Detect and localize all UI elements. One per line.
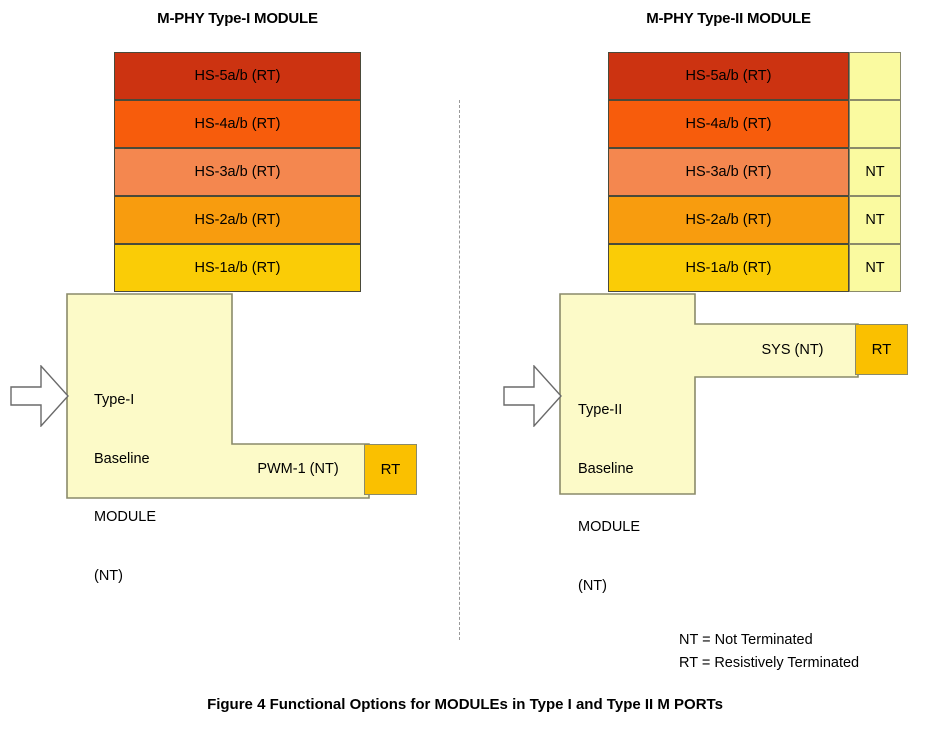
figure-caption: Figure 4 Functional Options for MODULEs …	[207, 696, 723, 713]
type2-gear-side-label-hs2: NT	[865, 212, 885, 228]
type2-gear-side-hs3: NT	[849, 148, 901, 196]
type2-baseline-line4: (NT)	[578, 577, 607, 594]
type2-baseline-line2: Baseline	[578, 460, 634, 477]
type1-gear-label-hs3: HS-3a/b (RT)	[194, 164, 281, 180]
type2-gear-side-hs5	[849, 52, 901, 100]
type2-gear-side-label-hs1: NT	[865, 260, 885, 276]
type1-gear-label-hs4: HS-4a/b (RT)	[194, 116, 281, 132]
type2-gear-row-hs5: HS-5a/b (RT)	[608, 52, 849, 100]
type1-baseline-line4: (NT)	[94, 567, 123, 584]
type1-baseline-line2: Baseline	[94, 450, 150, 467]
type1-gear-label-hs5: HS-5a/b (RT)	[194, 68, 281, 84]
type1-gear-row-hs2: HS-2a/b (RT)	[114, 196, 361, 244]
legend-item-nt: NT = Not Terminated	[679, 632, 813, 648]
type1-lane-terminator-rt: RT	[364, 444, 417, 495]
type1-lane-terminator-label: RT	[380, 461, 401, 478]
type1-baseline-line1: Type-I	[94, 392, 135, 408]
type2-gear-label-hs4: HS-4a/b (RT)	[685, 116, 772, 132]
panel-divider	[459, 100, 460, 640]
type2-input-arrow-icon	[503, 365, 562, 427]
type2-gear-row-hs4: HS-4a/b (RT)	[608, 100, 849, 148]
type2-lane-label-sys: SYS (NT)	[761, 342, 824, 358]
type1-gear-row-hs3: HS-3a/b (RT)	[114, 148, 361, 196]
type2-baseline-line3: MODULE	[578, 519, 641, 535]
type1-input-arrow-icon	[10, 365, 69, 427]
type2-gear-label-hs2: HS-2a/b (RT)	[685, 212, 772, 228]
type2-baseline-label: Type-II Baseline MODULE (NT)	[578, 362, 640, 635]
type1-gear-label-hs2: HS-2a/b (RT)	[194, 212, 281, 228]
type1-baseline-label: Type-I Baseline MODULE (NT)	[94, 352, 156, 625]
type1-module-title: M-PHY Type-I MODULE	[157, 10, 318, 27]
type2-gear-side-hs4	[849, 100, 901, 148]
type2-gear-row-hs3: HS-3a/b (RT)	[608, 148, 849, 196]
type2-gear-label-hs5: HS-5a/b (RT)	[685, 68, 772, 84]
type1-lane-label-pwm1: PWM-1 (NT)	[257, 461, 339, 477]
type2-gear-side-label-hs3: NT	[865, 164, 885, 180]
type2-lane-terminator-label: RT	[871, 341, 892, 358]
type2-gear-side-hs1: NT	[849, 244, 901, 292]
type2-gear-label-hs1: HS-1a/b (RT)	[685, 260, 772, 276]
type2-baseline-module-shape	[559, 293, 859, 495]
type1-gear-label-hs1: HS-1a/b (RT)	[194, 260, 281, 276]
type1-gear-row-hs4: HS-4a/b (RT)	[114, 100, 361, 148]
type2-lane-terminator-rt: RT	[855, 324, 908, 375]
type2-module-title: M-PHY Type-II MODULE	[646, 10, 811, 27]
type2-baseline-line1: Type-II	[578, 402, 623, 418]
type2-gear-row-hs1: HS-1a/b (RT)	[608, 244, 849, 292]
legend-item-rt: RT = Resistively Terminated	[679, 655, 860, 671]
type1-gear-row-hs1: HS-1a/b (RT)	[114, 244, 361, 292]
type1-baseline-line3: MODULE	[94, 509, 157, 525]
type1-gear-row-hs5: HS-5a/b (RT)	[114, 52, 361, 100]
type2-gear-side-hs2: NT	[849, 196, 901, 244]
type2-gear-row-hs2: HS-2a/b (RT)	[608, 196, 849, 244]
type2-gear-label-hs3: HS-3a/b (RT)	[685, 164, 772, 180]
